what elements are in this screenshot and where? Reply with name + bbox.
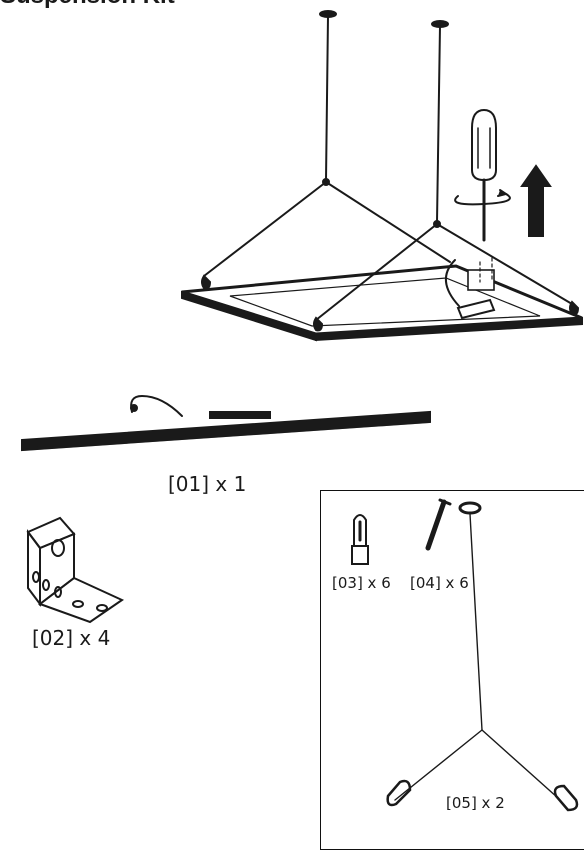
part-label-05: [05] x 2 [446, 794, 505, 812]
screw-part [425, 498, 452, 551]
screwdriver-icon [454, 108, 511, 242]
suspension-wire-part [386, 501, 579, 812]
bracket-part [26, 516, 125, 624]
up-arrow-icon [520, 164, 552, 237]
suspended-panel-assembly [181, 10, 583, 342]
wall-anchor-part [351, 514, 369, 565]
carabiner-icon [386, 779, 412, 807]
part-label-02: [02] x 4 [32, 626, 111, 650]
installation-diagram [21, 10, 583, 812]
page-title: Suspension Kit [0, 0, 175, 10]
part-label-03: [03] x 6 [332, 574, 391, 592]
part-label-04: [04] x 6 [410, 574, 469, 592]
flat-panel-part [21, 394, 431, 452]
part-label-01: [01] x 1 [168, 472, 247, 496]
carabiner-icon [553, 784, 579, 812]
